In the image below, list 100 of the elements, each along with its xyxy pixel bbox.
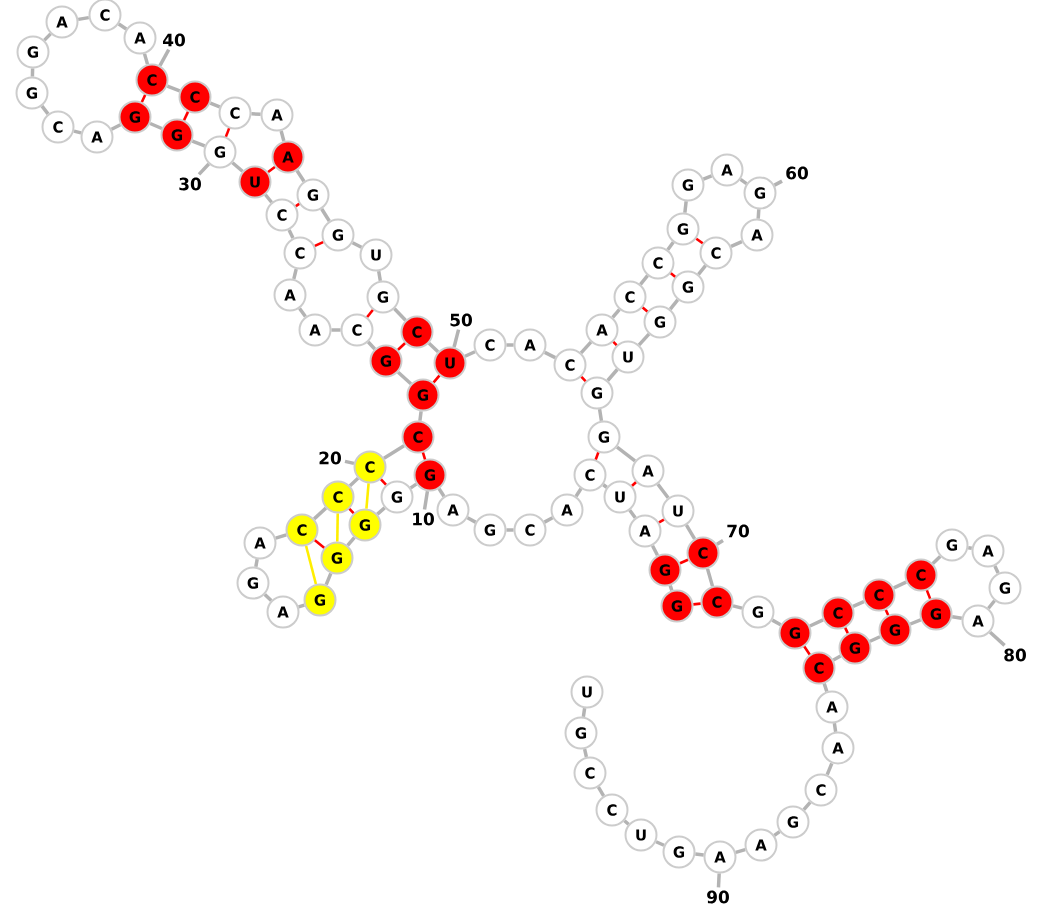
backbone-line — [264, 193, 273, 204]
backbone-line — [993, 565, 1000, 574]
base-pair-line — [304, 545, 318, 585]
base-pair-line — [348, 507, 355, 515]
backbone-line — [739, 178, 748, 185]
backbone-line — [351, 241, 363, 249]
base-pair-line — [679, 558, 689, 565]
backbone-line — [396, 370, 413, 386]
position-number: 40 — [163, 33, 185, 47]
position-number: 80 — [1004, 648, 1026, 662]
backbone-line — [231, 161, 244, 173]
backbone-line — [732, 604, 743, 610]
backbone-line — [543, 350, 557, 360]
position-number: 60 — [786, 166, 808, 180]
backbone-line — [313, 506, 328, 521]
backbone-line — [581, 708, 587, 717]
base-pair-line — [432, 374, 441, 384]
backbone-line — [893, 580, 907, 590]
leader-line — [716, 873, 721, 888]
leader-line — [773, 179, 783, 187]
backbone-line — [909, 618, 922, 626]
backbone-line — [832, 723, 838, 732]
backbone-line — [367, 340, 376, 351]
backbone-line — [324, 572, 333, 586]
leader-line — [158, 48, 171, 67]
backbone-line — [409, 482, 418, 490]
backbone-line — [298, 307, 307, 318]
leader-line — [197, 162, 210, 176]
backbone-line — [825, 762, 834, 776]
backbone-line — [968, 546, 972, 550]
backbone-line — [852, 600, 865, 608]
base-pair-line — [670, 272, 676, 278]
backbone-line — [596, 786, 606, 797]
backbone-line — [623, 819, 630, 826]
backbone-line — [117, 22, 128, 31]
position-number: 10 — [413, 512, 434, 526]
backbone-line — [582, 748, 589, 758]
base-pair-line — [421, 452, 427, 460]
leader-line — [452, 329, 461, 348]
backbone-line — [506, 528, 514, 532]
backbone-line — [149, 121, 163, 131]
backbone-line — [628, 509, 637, 519]
backbone-line — [802, 801, 812, 811]
backbone-line — [705, 568, 715, 587]
backbone-line — [702, 174, 713, 181]
backbone-line — [418, 411, 423, 421]
backbone-line — [987, 599, 996, 610]
backbone-line — [287, 229, 295, 239]
backbone-line — [209, 101, 221, 109]
backbone-line — [298, 603, 305, 609]
backbone-line — [822, 683, 829, 692]
backbone-line — [695, 852, 704, 857]
backbone-line — [383, 444, 405, 460]
base-pair-line — [844, 627, 849, 634]
backbone-line — [191, 139, 206, 148]
backbone-line — [668, 298, 680, 311]
backbone-line — [697, 264, 707, 276]
backbone-line — [377, 271, 382, 281]
base-pair-line — [884, 609, 890, 616]
position-number: 20 — [319, 451, 341, 465]
base-pair-line — [594, 452, 600, 460]
backbone-line — [579, 341, 593, 354]
leader-line — [344, 459, 355, 466]
backbone-line — [656, 483, 670, 499]
backbone-line — [771, 618, 782, 627]
backbone-line — [809, 618, 824, 628]
backbone-line — [832, 654, 842, 662]
position-number: 50 — [450, 313, 472, 327]
base-pair-line — [336, 513, 340, 542]
backbone-line — [650, 544, 660, 557]
backbone-line — [773, 830, 781, 837]
backbone-line — [43, 32, 52, 42]
backbone-line — [666, 241, 675, 251]
backbone-line — [611, 308, 621, 319]
base-pair-line — [366, 309, 374, 318]
backbone-line — [376, 506, 386, 516]
backbone-line — [637, 333, 651, 346]
backbone-line — [437, 487, 446, 498]
backbone-line — [263, 593, 273, 602]
backbone-line — [331, 328, 341, 332]
base-pair-line — [803, 645, 811, 656]
backbone-line — [639, 274, 649, 286]
backbone-line — [275, 533, 287, 540]
base-pair-line — [397, 342, 406, 351]
base-pair-line — [224, 127, 231, 138]
backbone-line — [427, 342, 440, 353]
backbone-line — [606, 368, 619, 382]
backbone-line — [73, 129, 82, 135]
base-pair-line — [182, 111, 190, 121]
base-pair-line — [658, 518, 665, 524]
backbone-line — [735, 847, 746, 855]
base-pair-line — [695, 237, 704, 245]
backbone-line — [466, 516, 477, 524]
base-pair-line — [314, 240, 324, 248]
leader-line — [988, 630, 1006, 647]
backbone-line — [393, 307, 407, 322]
backbone-line — [30, 68, 35, 77]
base-pair-line — [140, 94, 147, 103]
backbone-line — [292, 268, 298, 280]
base-pair-line — [580, 375, 587, 383]
